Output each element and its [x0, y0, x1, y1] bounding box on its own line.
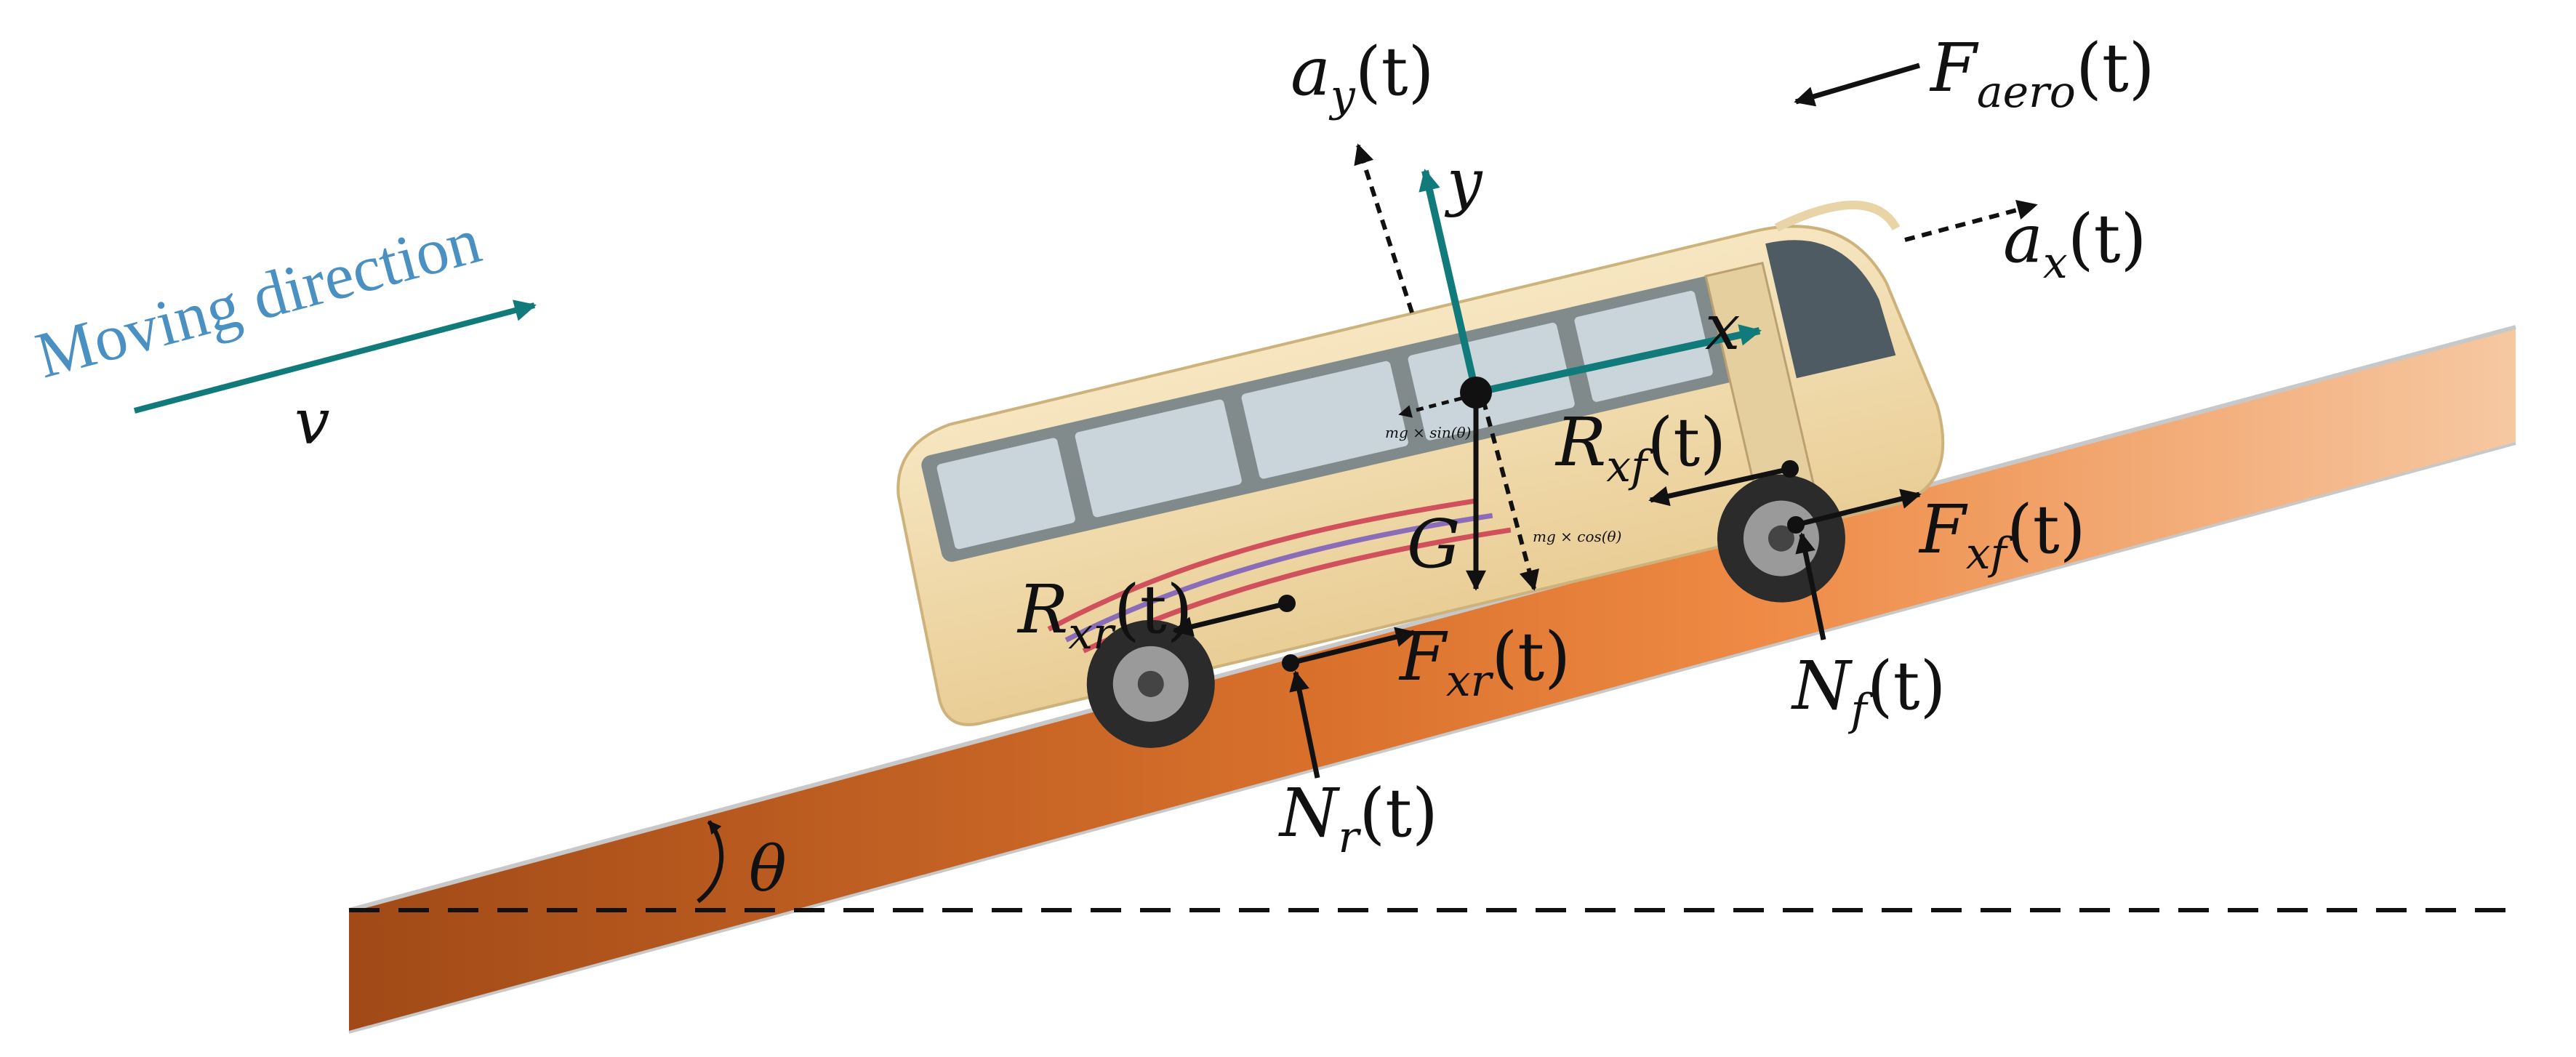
faero-arg: (t): [2076, 29, 2155, 107]
fxr-arrow: [1290, 627, 1416, 666]
bus-windows: [936, 291, 1713, 550]
axis-y-label: y: [1444, 146, 1483, 219]
bus-windshield: [1765, 240, 1896, 379]
fxf-sub: xf: [1966, 528, 2014, 579]
ax-base: a: [2003, 200, 2043, 278]
ay-base: a: [1291, 33, 1331, 110]
faero-label: Faero(t): [1929, 29, 2155, 118]
velocity-label: v: [294, 386, 330, 459]
mg-cos-label: mg × cos(θ): [1533, 528, 1621, 545]
nf-arg: (t): [1867, 647, 1946, 725]
rxr-sub: xr: [1068, 608, 1116, 659]
rxr-base: R: [1016, 571, 1068, 648]
fxr-sub: xr: [1446, 656, 1494, 707]
x-axis-arrow: [1474, 324, 1762, 396]
rxr-arrow: [1172, 600, 1288, 637]
slope-angle-arc: [697, 820, 724, 904]
ay-label: ay(t): [1291, 33, 1435, 121]
mg-sin-label: mg × sin(θ): [1385, 424, 1471, 441]
axis-x-label: x: [1705, 292, 1741, 364]
ay-arrow: [1354, 143, 1414, 313]
fxf-arrow: [1795, 489, 1922, 528]
gravity-label: G: [1407, 505, 1461, 583]
moving-direction-arrow: [133, 300, 537, 414]
fxr-label: Fxr(t): [1398, 618, 1570, 707]
bus-rear-wheel: [1086, 619, 1215, 748]
bus-mirror: [1774, 201, 1901, 232]
nr-arrow: [1289, 670, 1320, 779]
nf-arrow: [1795, 532, 1826, 640]
fxf-base: F: [1918, 491, 1968, 568]
ax-arrow: [1904, 199, 2038, 242]
nr-label: Nr(t): [1278, 774, 1438, 863]
fxr-base: F: [1398, 618, 1448, 696]
rxr-label: Rxr(t): [1016, 571, 1193, 659]
nr-arg: (t): [1359, 774, 1438, 852]
nf-base: N: [1791, 647, 1853, 725]
angle-label: θ: [749, 833, 787, 906]
fxf-arg: (t): [2007, 491, 2086, 568]
rxf-sub: xf: [1606, 441, 1654, 492]
ay-arg: (t): [1355, 33, 1435, 110]
rxf-arrow: [1648, 466, 1791, 507]
ax-arg: (t): [2068, 200, 2147, 278]
faero-sub: aero: [1977, 67, 2076, 118]
mg-cos-arrow: [1481, 399, 1539, 591]
nf-label: Nf(t): [1791, 647, 1946, 736]
nr-base: N: [1278, 774, 1341, 852]
fxf-label: Fxf(t): [1918, 491, 2086, 579]
faero-arrow: [1794, 63, 1920, 107]
rxf-base: R: [1554, 403, 1606, 481]
rxf-arg: (t): [1647, 403, 1726, 481]
ay-sub: y: [1328, 71, 1356, 121]
nr-sub: r: [1339, 812, 1362, 863]
fxr-arg: (t): [1491, 618, 1570, 696]
rxr-arg: (t): [1114, 571, 1193, 648]
vehicle-axes: [1419, 169, 1762, 409]
road-slope: [348, 325, 2516, 1034]
mg-sin-arrow: [1398, 396, 1462, 418]
y-axis-arrow: [1419, 169, 1480, 394]
ax-label: ax(t): [2003, 200, 2146, 289]
faero-base: F: [1929, 29, 1979, 107]
ax-sub: x: [2043, 238, 2068, 289]
moving-direction-title: Moving direction: [29, 204, 489, 392]
rxf-label: Rxf(t): [1554, 403, 1726, 492]
